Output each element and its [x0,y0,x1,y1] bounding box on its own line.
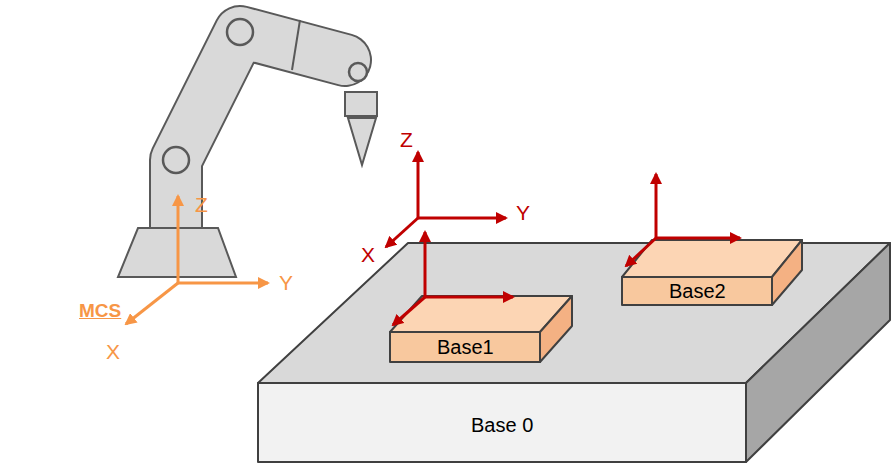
axis-arrow [425,296,513,299]
frame-name: MCS [79,299,121,323]
block-label: Base 0 [471,413,533,437]
robot-arm [176,32,345,228]
block-label: Base1 [437,335,494,359]
block-face [772,240,802,305]
base-plate: Base 0 Base1 Base2 [256,235,893,464]
axis-arrow [656,237,740,240]
block-face [540,296,572,362]
axis-arrow [126,283,178,324]
block-face [622,277,772,305]
block-label: Base2 [669,279,726,303]
axis-arrow [393,297,425,325]
robot-joint [349,63,367,81]
axis-arrow [418,217,506,220]
base2-frame [626,174,740,266]
block-face [258,383,746,462]
axis-label: Y [516,201,530,225]
axis-arrow [177,196,180,283]
axis-label: Z [195,193,208,217]
axis-label: X [106,340,120,364]
robot-joint [227,19,253,45]
robot-wrist [345,92,377,116]
axis-arrow [655,174,658,238]
robot-arm-outline [176,32,345,228]
axis-label: Z [400,128,413,152]
axis-arrow [424,232,427,297]
base1-frame [393,232,513,325]
part-block: Base2 [620,238,806,308]
axis-label: X [361,243,375,267]
axis-arrow [178,282,268,285]
base0-frame [386,152,506,247]
robot-tool [348,118,376,165]
block-face [390,332,540,362]
axis-arrow [386,218,418,247]
robot-joint [163,147,189,173]
robot-joint-seam [292,20,300,70]
axis-arrow [626,238,656,266]
axis-arrow [417,152,420,218]
axis-label: Y [279,271,293,295]
